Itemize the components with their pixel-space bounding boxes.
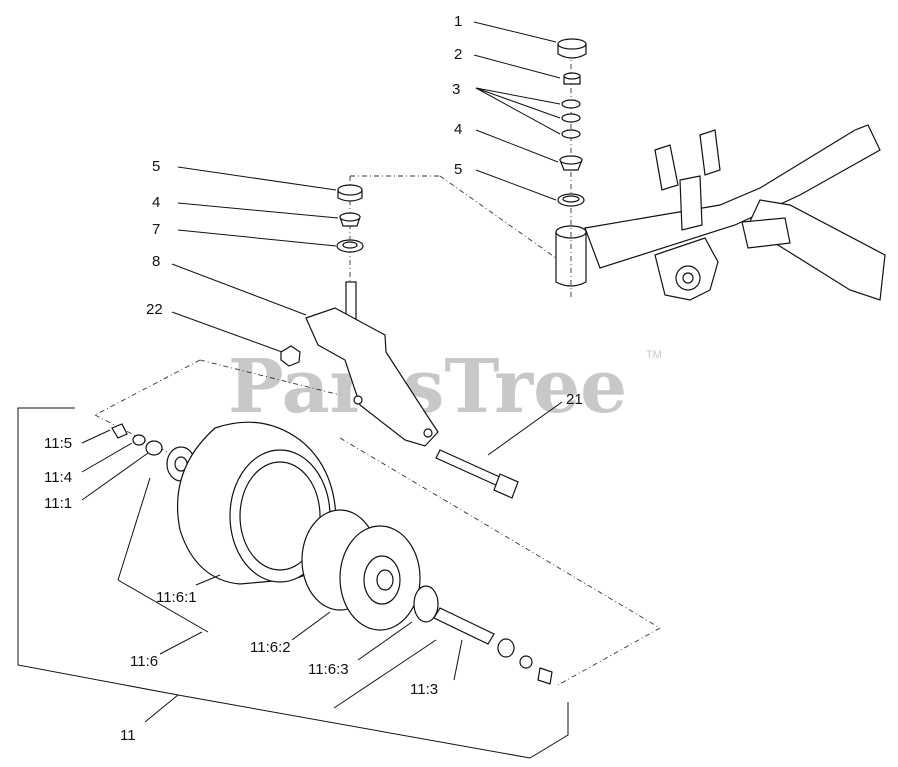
- bolt-icon: [435, 449, 519, 499]
- callout-1: 1: [454, 13, 462, 30]
- callout-2: 2: [454, 46, 462, 63]
- bearing-cup-icon: [337, 184, 363, 202]
- callout-11-6-2: 11:6:2: [250, 639, 291, 656]
- callout-11-6-1: 11:6:1: [156, 589, 197, 606]
- callout-21: 21: [566, 391, 583, 408]
- seal-icon: [336, 239, 364, 253]
- frame-icon: [555, 124, 886, 301]
- callout-5-upper: 5: [454, 161, 462, 178]
- bearing-cup-icon: [557, 193, 585, 207]
- callout-4-upper: 4: [454, 121, 462, 138]
- callout-11-4: 11:4: [44, 469, 72, 486]
- cap-icon: [557, 38, 587, 59]
- callout-11-3: 11:3: [410, 681, 438, 698]
- callout-3: 3: [452, 81, 460, 98]
- callout-8: 8: [152, 253, 160, 270]
- callout-4-fork: 4: [152, 194, 160, 211]
- callout-5-fork: 5: [152, 158, 160, 175]
- nut-icon: [563, 72, 581, 85]
- callout-11: 11: [120, 727, 136, 744]
- callout-11-5: 11:5: [44, 435, 72, 452]
- callout-11-6-3: 11:6:3: [308, 661, 349, 678]
- callout-7: 7: [152, 221, 160, 238]
- washer-icon: [561, 99, 581, 139]
- caster-wheel-icon: [111, 421, 553, 685]
- locknut-icon: [280, 345, 301, 367]
- caster-fork-icon: [305, 281, 439, 447]
- bearing-cone-icon: [559, 155, 583, 171]
- callout-11-6: 11:6: [130, 653, 158, 670]
- callout-22: 22: [146, 301, 163, 318]
- bearing-cone-icon: [339, 212, 361, 227]
- watermark-trademark: TM: [646, 349, 662, 361]
- callout-11-1: 11:1: [44, 495, 72, 512]
